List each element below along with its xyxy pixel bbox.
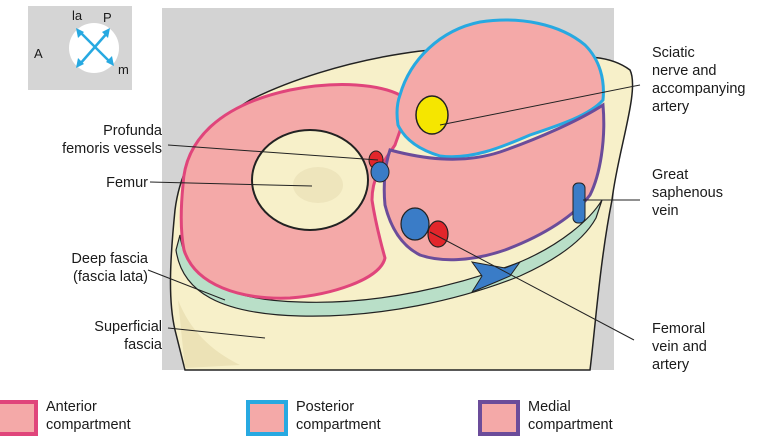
label-femoral-vessels: Femoral vein and artery — [652, 320, 707, 374]
orientation-p: P — [103, 10, 112, 25]
legend-anterior: Anterior compartment — [0, 398, 131, 442]
legend-swatch-anterior — [0, 400, 38, 436]
legend-swatch-medial — [478, 400, 520, 436]
legend-medial: Medial compartment — [478, 398, 613, 442]
label-superficial-fascia: Superficial fascia — [94, 318, 162, 354]
femoral-artery — [428, 221, 448, 247]
legend-swatch-posterior — [246, 400, 288, 436]
label-profunda-femoris: Profunda femoris vessels — [62, 122, 162, 158]
sciatic-nerve — [416, 96, 448, 134]
profunda-vein — [371, 162, 389, 182]
legend-text-posterior: Posterior compartment — [296, 398, 381, 434]
orientation-m: m — [118, 62, 129, 77]
orientation-a: A — [34, 46, 43, 61]
orientation-la: la — [72, 8, 82, 23]
femoral-vein — [401, 208, 429, 240]
legend-posterior: Posterior compartment — [246, 398, 381, 442]
orientation-compass: la P A m — [28, 6, 132, 90]
legend-text-anterior: Anterior compartment — [46, 398, 131, 434]
label-deep-fascia: Deep fascia (fascia lata) — [71, 250, 148, 286]
label-great-saphenous-vein: Great saphenous vein — [652, 166, 723, 220]
label-femur: Femur — [106, 174, 148, 192]
femur-marrow — [293, 167, 343, 203]
label-sciatic-nerve: Sciatic nerve and accompanying artery — [652, 44, 746, 116]
legend-text-medial: Medial compartment — [528, 398, 613, 434]
great-saphenous-vein — [573, 183, 585, 223]
